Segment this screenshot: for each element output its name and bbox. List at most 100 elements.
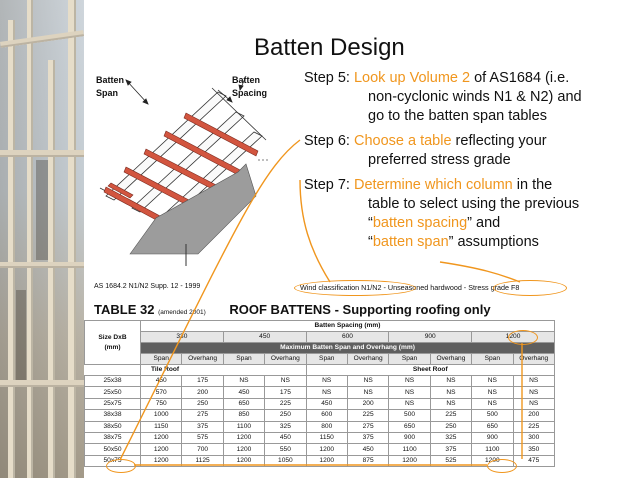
table-cell: 1200 xyxy=(305,454,348,468)
batten-span-highlight: batten span xyxy=(372,234,449,250)
batten-spacing-label: Batten Spacing xyxy=(232,75,268,98)
row-size: 25x75 xyxy=(84,397,141,411)
batten-spacing-header: Batten Spacing (mm) xyxy=(140,320,555,332)
table-subtitle: ROOF BATTENS - Supporting roofing only xyxy=(229,302,491,317)
step-7-lead: Step 7: xyxy=(304,177,354,193)
table-cell: 1200 xyxy=(222,454,266,468)
table-cell: 325 xyxy=(429,431,473,445)
step-6-rest: reflecting your xyxy=(451,133,547,149)
step-6-line-2: preferred stress grade xyxy=(368,152,511,168)
table-cell: 275 xyxy=(181,409,224,422)
table-cell: NS xyxy=(429,397,473,411)
table-cell: 1100 xyxy=(471,443,514,456)
stress-grade-highlight-circle xyxy=(493,280,567,296)
table-cell: 275 xyxy=(346,420,390,433)
table-cell: 900 xyxy=(471,431,514,445)
step-5-highlight: Look up Volume 2 xyxy=(353,70,471,86)
table-cell: NS xyxy=(512,374,555,388)
max-span-header: Maximum Batten Span and Overhang (mm) xyxy=(140,342,555,354)
table-cell: 175 xyxy=(264,386,307,399)
table-cell: 500 xyxy=(471,409,514,422)
table-cell: 1125 xyxy=(181,454,224,468)
batten-span-label: Batten Span xyxy=(96,75,125,98)
table-cell: 450 xyxy=(139,374,183,388)
row-size: 50x50 xyxy=(84,443,141,456)
table-cell: 375 xyxy=(346,431,390,445)
table-cell: NS xyxy=(388,397,431,411)
step-5-line-2: non-cyclonic winds N1 & N2) and xyxy=(368,89,582,105)
roof-batten-diagram: Batten Span Batten Spacing xyxy=(86,68,276,268)
wind-classification-highlight-circle xyxy=(294,280,416,296)
step-7-line-2: table to select using the previous xyxy=(368,196,580,212)
callout-line-to-stress xyxy=(439,261,521,283)
table-cell: 1200 xyxy=(222,443,266,456)
table-cell: 650 xyxy=(388,420,431,433)
table-cell: 850 xyxy=(222,409,266,422)
table-cell: 1100 xyxy=(222,420,266,433)
spacing-450: 450 xyxy=(222,331,307,343)
table-cell: 475 xyxy=(512,454,555,468)
table-cell: 550 xyxy=(264,443,307,456)
spacing-330: 330 xyxy=(140,331,224,343)
sheet-roof-header: Sheet Roof xyxy=(305,364,555,376)
table-cell: 350 xyxy=(512,443,555,456)
table-cell: 225 xyxy=(346,409,390,422)
table-cell: 1200 xyxy=(139,443,183,456)
step-5-rest: of AS1684 (i.e. xyxy=(470,70,570,86)
table-cell: 1150 xyxy=(305,431,348,445)
table-cell: 175 xyxy=(181,374,224,388)
table-cell: NS xyxy=(305,386,348,399)
size-header: Size DxB (mm) xyxy=(84,320,141,365)
table-cell: NS xyxy=(512,386,555,399)
table-cell: NS xyxy=(429,386,473,399)
table-cell: 750 xyxy=(139,397,183,411)
table-cell: NS xyxy=(222,374,266,388)
table-cell: NS xyxy=(346,386,390,399)
timber-frame-photo xyxy=(0,0,84,478)
step-7-rest: in the xyxy=(512,177,553,193)
step-7-highlight: Determine which column xyxy=(353,177,513,193)
table-cell: 600 xyxy=(305,409,348,422)
table-title-row: TABLE 32 (amended 2001) ROOF BATTENS - S… xyxy=(94,302,491,317)
table-cell: NS xyxy=(305,374,348,388)
table-cell: NS xyxy=(388,374,431,388)
table-cell: 225 xyxy=(512,420,555,433)
table-cell: 225 xyxy=(264,397,307,411)
table-cell: 1200 xyxy=(139,454,183,468)
batten-spacing-highlight: batten spacing xyxy=(372,215,468,231)
table-cell: 650 xyxy=(222,397,266,411)
table-cell: 250 xyxy=(264,409,307,422)
tile-roof-header: Tile Roof xyxy=(140,364,307,376)
table-cell: 325 xyxy=(264,420,307,433)
table-number: TABLE 32 xyxy=(94,302,155,317)
slide-title: Batten Design xyxy=(254,34,405,61)
table-cell: NS xyxy=(429,374,473,388)
column-headers-row: Span Overhang Span Overhang Span Overhan… xyxy=(85,353,555,365)
step-7-line-4: “batten span” assumptions xyxy=(368,234,539,250)
table-cell: 200 xyxy=(346,397,390,411)
table-cell: 300 xyxy=(512,431,555,445)
table-cell: 1200 xyxy=(388,454,431,468)
table-cell: 900 xyxy=(388,431,431,445)
table-cell: 800 xyxy=(305,420,348,433)
table-cell: NS xyxy=(264,374,307,388)
step-6: Step 6: Choose a table reflecting your p… xyxy=(304,132,630,170)
table-cell: 700 xyxy=(181,443,224,456)
batten-span-table-image: AS 1684.2 N1/N2 Supp. 12 - 1999 Wind cla… xyxy=(84,280,638,478)
table-cell: 1100 xyxy=(388,443,431,456)
step-6-highlight: Choose a table xyxy=(353,133,452,149)
table-cell: 225 xyxy=(429,409,473,422)
table-cell: 875 xyxy=(346,454,390,468)
row-size: 25x50 xyxy=(84,386,141,399)
size-50x75-highlight-circle xyxy=(106,459,136,473)
step-5-line-3: go to the batten span tables xyxy=(368,108,547,124)
row-size: 38x38 xyxy=(84,409,141,422)
table-cell: NS xyxy=(346,374,390,388)
step-6-lead: Step 6: xyxy=(304,133,354,149)
table-cell: 375 xyxy=(181,420,224,433)
